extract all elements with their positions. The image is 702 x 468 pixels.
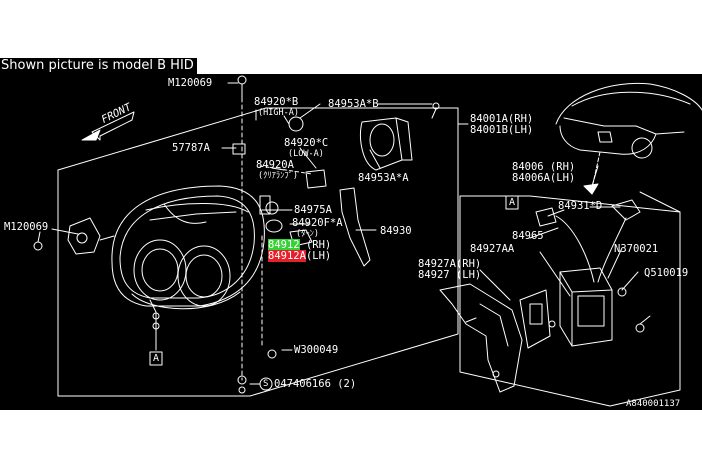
part-label-w300049: W300049 bbox=[294, 344, 339, 356]
part-label-low-beam: (LOW-A) bbox=[288, 149, 324, 159]
part-label-84930: 84930 bbox=[380, 225, 412, 237]
part-label-84920fa: 84920F*A bbox=[292, 217, 343, 229]
box-a-right-label: A bbox=[509, 197, 516, 208]
part-label-m120069-top: M120069 bbox=[168, 77, 213, 89]
part-label-high-beam: (HIGH-A) bbox=[258, 108, 299, 118]
box-a-left-label: A bbox=[153, 353, 160, 364]
box-a-right-frame bbox=[505, 195, 519, 210]
part-label-n370021: N370021 bbox=[614, 243, 659, 255]
hid-assembly-box bbox=[459, 191, 681, 407]
part-label-84920b: 84920*B bbox=[254, 96, 299, 108]
circle-s-label: S bbox=[263, 379, 269, 389]
headlamp-assembly-box bbox=[57, 107, 459, 397]
box-a-left-frame bbox=[149, 351, 163, 366]
reference-code: A840001137 bbox=[626, 399, 681, 409]
part-label-84965: 84965 bbox=[512, 230, 544, 242]
part-label-84001a: 84001A(RH) bbox=[470, 113, 534, 125]
part-label-84953ab: 84953A*B bbox=[328, 98, 379, 110]
highlight-84912a: 84912A bbox=[268, 250, 306, 262]
part-label-m120069-left: M120069 bbox=[4, 221, 49, 233]
part-label-047406166: 047406166 (2) bbox=[274, 378, 357, 390]
part-label-84920a-note: (ｸﾘｱﾗﾝﾌﾟ) bbox=[258, 171, 298, 181]
part-label-q510019: Q510019 bbox=[644, 267, 689, 279]
part-label-84927aa: 84927AA bbox=[470, 243, 515, 255]
small-parts bbox=[33, 75, 440, 394]
leader-lines bbox=[51, 82, 639, 385]
part-label-84912-rh: 84912 (RH) bbox=[268, 239, 332, 251]
part-label-84006-rh: 84006 (RH) bbox=[512, 161, 576, 173]
highlight-84912: 84912 bbox=[268, 239, 300, 251]
lh-suffix: (LH) bbox=[305, 250, 332, 262]
part-label-84927a-rh: 84927A(RH) bbox=[418, 258, 482, 270]
part-label-84920a: 84920A bbox=[256, 159, 294, 171]
diagram-drawing bbox=[33, 75, 702, 407]
part-label-84001b: 84001B(LH) bbox=[470, 124, 534, 136]
circle-s-frame bbox=[259, 377, 273, 391]
part-label-84931d: 84931*D bbox=[558, 200, 603, 212]
part-label-84920c: 84920*C bbox=[284, 137, 329, 149]
front-arrow bbox=[81, 111, 135, 141]
part-label-84953aa: 84953A*A bbox=[358, 172, 409, 184]
hid-ballast bbox=[439, 199, 651, 393]
part-label-57787a: 57787A bbox=[172, 142, 210, 154]
part-label-turn-note: (ﾀｰﾝ) bbox=[296, 229, 319, 239]
headlamp-unit bbox=[67, 185, 271, 330]
part-label-84927-lh: 84927 (LH) bbox=[418, 269, 482, 281]
part-label-84975a: 84975A bbox=[294, 204, 332, 216]
part-label-84912a-lh: 84912A(LH) bbox=[268, 250, 332, 262]
rh-suffix: (RH) bbox=[305, 239, 332, 251]
part-label-84006a-lh: 84006A(LH) bbox=[512, 172, 576, 184]
car-thumbnail bbox=[555, 82, 702, 195]
parts-diagram: M120069 84920*B (HIGH-A) 84953A*B 84001A… bbox=[0, 74, 702, 410]
caption: Shown picture is model B HID bbox=[0, 58, 197, 74]
